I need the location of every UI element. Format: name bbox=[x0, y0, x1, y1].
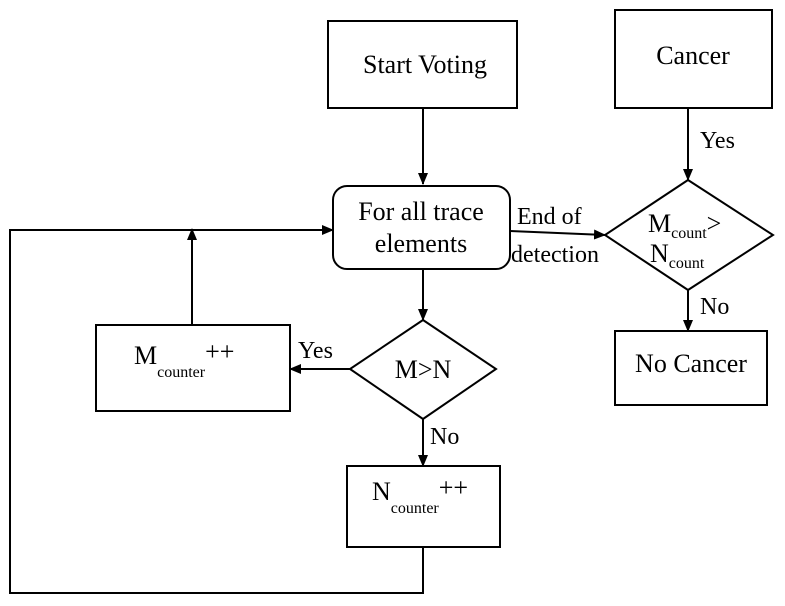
n-counter-sub: counter bbox=[391, 500, 440, 517]
for-all-label-line2: elements bbox=[375, 229, 467, 258]
m-counter-op: ++ bbox=[205, 337, 234, 366]
m-counter-base: M bbox=[134, 341, 157, 370]
for-all-label-line1: For all trace bbox=[358, 197, 484, 226]
start-voting-label: Start Voting bbox=[363, 50, 487, 79]
no-cancer-label: No Cancer bbox=[635, 349, 747, 378]
mcount-compare-line2: Ncount bbox=[650, 239, 705, 272]
mcount-sub: count bbox=[671, 225, 707, 242]
edge-label-yes-m: Yes bbox=[298, 338, 333, 364]
m-counter-label: Mcounter++ bbox=[134, 337, 234, 381]
m-gt-n-label: M>N bbox=[395, 355, 452, 384]
node-for-all-trace-elements: For all trace elements bbox=[332, 185, 511, 270]
n-counter-label: Ncounter++ bbox=[372, 473, 468, 517]
edge-label-end-of: End of bbox=[517, 204, 582, 230]
connectors bbox=[9, 108, 693, 594]
edge-label-no-cancer: No bbox=[700, 294, 729, 320]
node-m-gt-n-decision: M>N bbox=[348, 318, 498, 421]
edge-label-no-n: No bbox=[430, 424, 459, 450]
node-cancer: Cancer bbox=[614, 9, 773, 109]
mcount-gt: > bbox=[707, 209, 722, 238]
mcount-compare-line1: Mcount> bbox=[648, 209, 721, 242]
ncount-sub: count bbox=[669, 255, 705, 272]
ncount-n: N bbox=[650, 239, 669, 268]
edge-label-yes-cancer: Yes bbox=[700, 128, 735, 154]
node-n-counter: Ncounter++ bbox=[346, 465, 501, 548]
edge-labels: End of detection Yes No Yes No bbox=[298, 128, 735, 450]
mcount-m: M bbox=[648, 209, 671, 238]
arrow-ncounter-feedback bbox=[9, 225, 424, 594]
cancer-label: Cancer bbox=[656, 41, 730, 70]
node-no-cancer: No Cancer bbox=[614, 330, 768, 406]
n-counter-op: ++ bbox=[439, 473, 468, 502]
node-start-voting: Start Voting bbox=[327, 20, 518, 109]
m-counter-sub: counter bbox=[157, 364, 206, 381]
edge-label-detection: detection bbox=[511, 242, 599, 268]
n-counter-base: N bbox=[372, 477, 391, 506]
node-mcount-gt-ncount-decision: Mcount> Ncount bbox=[603, 178, 775, 292]
node-m-counter: Mcounter++ bbox=[95, 324, 291, 412]
arrow-end-of-detection bbox=[509, 229, 606, 240]
